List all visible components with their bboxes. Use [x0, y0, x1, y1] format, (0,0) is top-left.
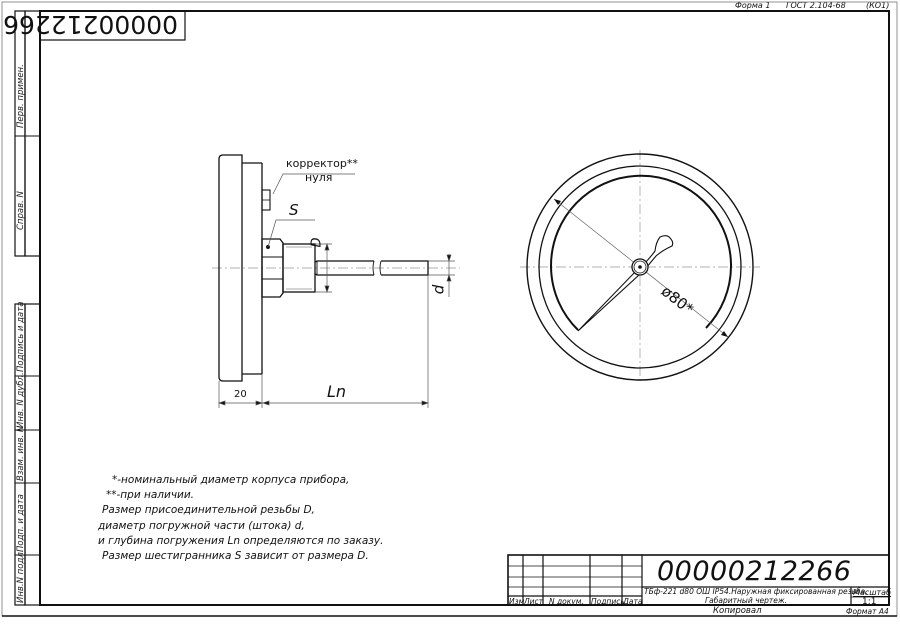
mirrored-document-number: 00000212266 [3, 10, 178, 39]
strip-label-sprav-n: Справ. N [16, 191, 26, 230]
strip-label-inv-dubl: Инв. N дубл. [16, 372, 26, 428]
form-label: Форма 1 [735, 1, 771, 10]
code-label: (КО1) [866, 1, 890, 10]
note-line: диаметр погружной части (штока) d, [98, 519, 305, 532]
note-line: Размер шестигранника S зависит от размер… [102, 550, 369, 563]
col-header-n-dokum: N докум. [549, 597, 584, 606]
thread-diameter-label: D [309, 237, 325, 248]
col-header-list: Лист [524, 597, 544, 606]
note-line: *-номинальный диаметр корпуса прибора, [112, 474, 350, 486]
note-line: **-при наличии. [106, 489, 195, 502]
notes: *-номинальный диаметр корпуса прибора, *… [98, 473, 383, 564]
stem-diameter-label: d [429, 284, 448, 295]
standard-label: ГОСТ 2.104-68 [786, 1, 846, 10]
side-view [212, 154, 460, 382]
copied-label: Копировал [713, 606, 762, 616]
col-header-izm: Изм [509, 597, 525, 606]
corrector-label-2: нуля [305, 171, 333, 184]
strip-label-vzam-inv: Взам. инв. N [16, 425, 26, 481]
title-block-grid [507, 554, 890, 606]
strip-label-perv-primen: Перв. примен. [16, 64, 26, 128]
document-description-2: Габаритный чертеж. [705, 596, 788, 605]
front-view [520, 150, 760, 382]
col-header-podpis: Подпись [591, 597, 625, 606]
note-line: Размер присоединительной резьбы D, [102, 504, 315, 517]
document-number: 00000212266 [657, 556, 852, 587]
scale-value: 1:1 [862, 597, 877, 607]
hex-size-label: S [289, 201, 299, 219]
col-header-data: Дата [623, 597, 643, 606]
strip-label-inv-podl: Инв.N подл. [16, 549, 26, 603]
strip-label-podpis-data: Подпись и дата [16, 301, 26, 372]
corrector-label: корректор** [286, 157, 358, 170]
document-description: ТБф-221 d80 ОШ IP54.Наружная фиксированн… [644, 587, 868, 596]
note-line: и глубина погружения Ln определяются по … [98, 534, 384, 547]
strip-label-podp-data: Подп. и дата [16, 494, 26, 552]
scale-header: Масштаб [853, 588, 892, 597]
dimension-ln: Ln [327, 382, 347, 401]
side-strip [14, 10, 41, 606]
dimension-20: 20 [234, 389, 247, 400]
format-label: Формат А4 [846, 607, 889, 616]
